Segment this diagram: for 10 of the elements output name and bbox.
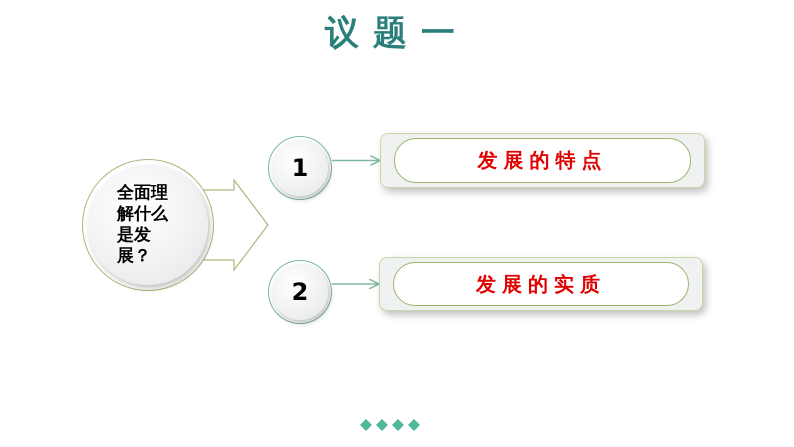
question-circle: 全面理解什么是发展？ bbox=[88, 165, 208, 285]
title: 议题一 bbox=[324, 12, 470, 55]
number-circle: 1 bbox=[272, 140, 328, 196]
arrow bbox=[332, 278, 380, 290]
topic-box bbox=[380, 133, 705, 188]
topic-box bbox=[379, 257, 703, 311]
topic-label: 发展的特点 bbox=[394, 138, 691, 183]
arrow bbox=[332, 154, 381, 166]
topic-label: 发展的实质 bbox=[393, 262, 689, 306]
number-circle: 2 bbox=[272, 264, 328, 320]
